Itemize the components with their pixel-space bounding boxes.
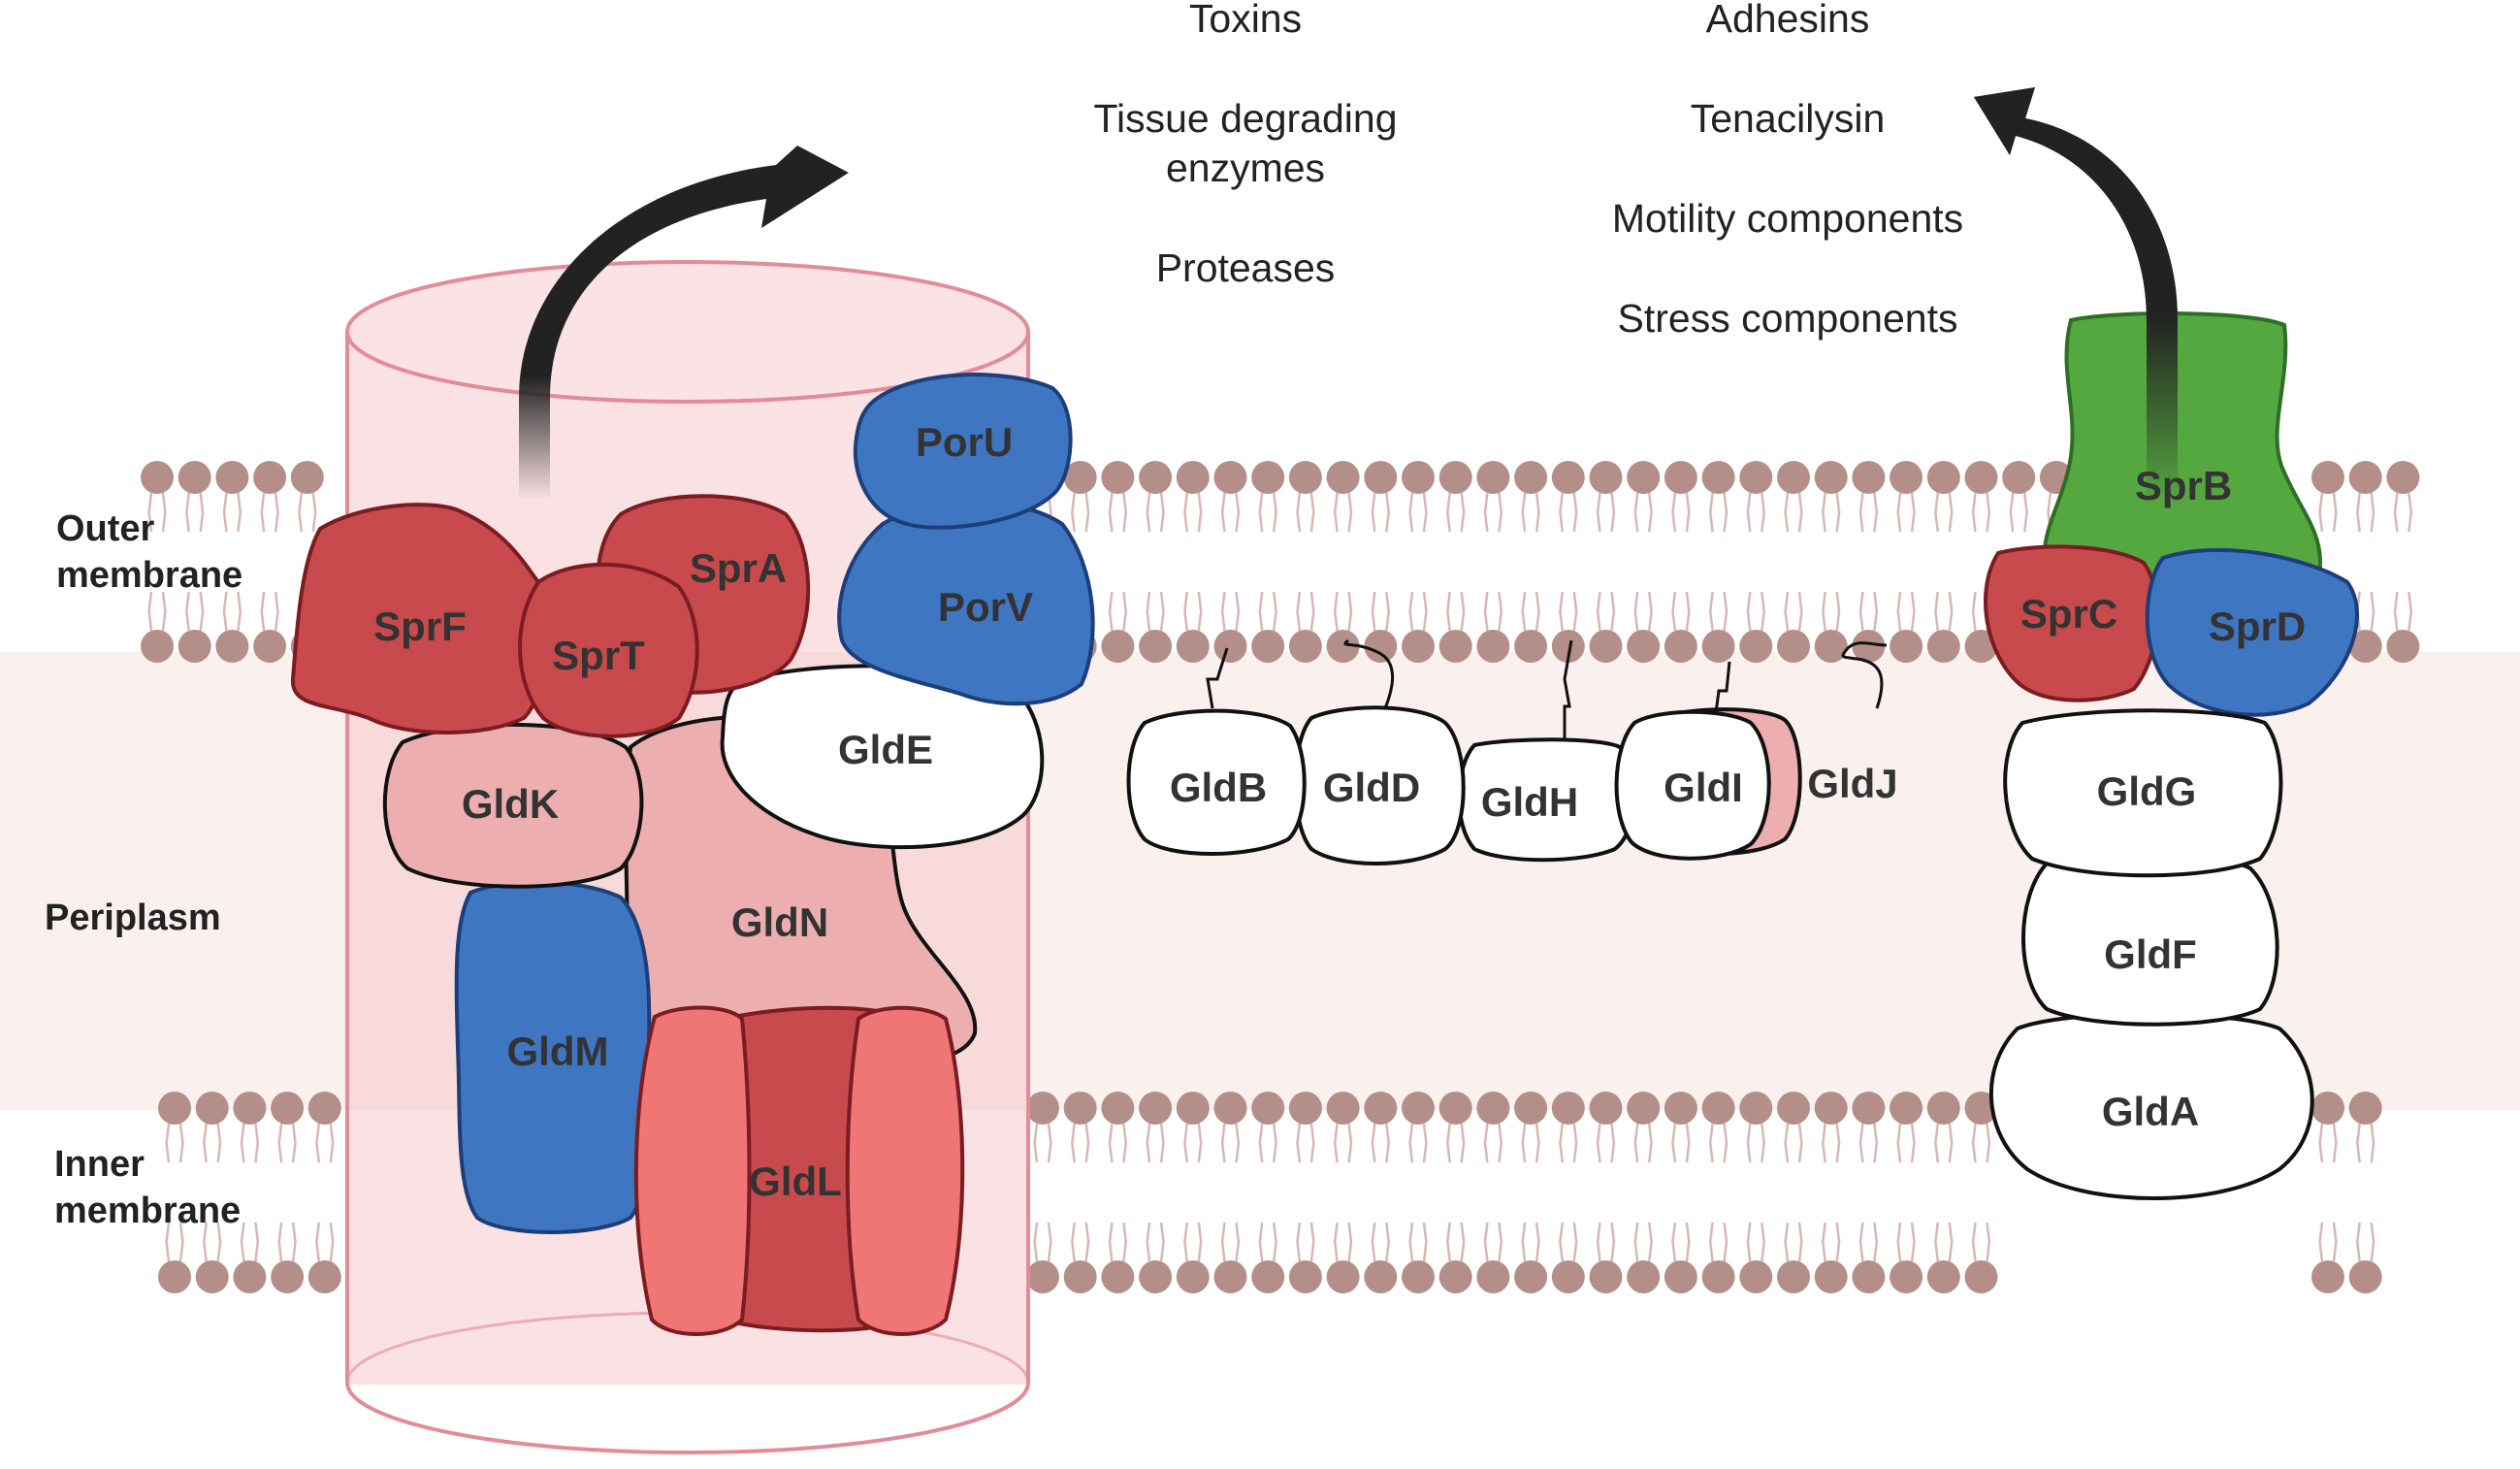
- cargo-adhesins: Adhesins: [1706, 0, 1870, 41]
- porU-label: PorU: [916, 419, 1013, 465]
- gldG-protein: [2003, 708, 2283, 878]
- lipoprotein-chain: [1126, 638, 1888, 865]
- sprA-label: SprA: [690, 545, 787, 591]
- sprT-protein: [518, 562, 699, 738]
- porV-label: PorV: [938, 584, 1033, 630]
- gldI-label: GldI: [1664, 765, 1743, 810]
- cargo-toxins: Toxins: [1189, 0, 1302, 41]
- cargo-tissue-degrading: Tissue degrading: [1093, 96, 1397, 141]
- sprB-protein: [2042, 311, 2323, 584]
- sprF-protein: [290, 503, 552, 734]
- right-arrow-overlay-icon: [1974, 87, 2178, 505]
- inner-membrane: [158, 1092, 2382, 1293]
- outer-membrane-label-line1: Outer: [56, 508, 155, 549]
- cargo-proteases: Proteases: [1156, 245, 1336, 290]
- sprT-label: SprT: [552, 633, 645, 678]
- gldL-protein: [633, 1005, 965, 1336]
- periplasm-label: Periplasm: [45, 898, 221, 938]
- sprC-protein: [1984, 544, 2160, 702]
- gldH-label: GldH: [1481, 779, 1578, 825]
- gldM-protein: [454, 880, 652, 1234]
- sprD-protein: [2145, 547, 2359, 717]
- cargo-motility: Motility components: [1612, 196, 1963, 241]
- gldL-label: GldL: [749, 1159, 842, 1204]
- gldE-label: GldE: [838, 727, 933, 772]
- gldB-label: GldB: [1170, 765, 1267, 810]
- outer-membrane: [141, 461, 2420, 663]
- outer-membrane-label-line2: membrane: [56, 555, 242, 596]
- sprF-label: SprF: [373, 604, 467, 649]
- sprC-label: SprC: [2020, 591, 2117, 637]
- sprB-label: SprB: [2135, 463, 2232, 508]
- cargo-enzymes: enzymes: [1166, 146, 1325, 190]
- porU-protein: [853, 373, 1073, 530]
- cargo-stress: Stress components: [1618, 296, 1958, 341]
- gldK-protein: [382, 722, 644, 889]
- gldK-label: GldK: [462, 781, 559, 827]
- cargo-tenacilysin: Tenacilysin: [1691, 96, 1886, 141]
- inner-membrane-label-line1: Inner: [54, 1144, 145, 1185]
- gldM-label: GldM: [507, 1028, 609, 1074]
- gldN-label: GldN: [731, 899, 828, 945]
- gldG-label: GldG: [2097, 768, 2197, 814]
- gldJ-label: GldJ: [1807, 761, 1897, 806]
- sprD-label: SprD: [2209, 604, 2306, 649]
- gldA-label: GldA: [2102, 1089, 2199, 1134]
- inner-membrane-label-line2: membrane: [54, 1191, 241, 1231]
- gldF-label: GldF: [2104, 931, 2197, 977]
- left-secretion-arrow-icon: [519, 146, 849, 500]
- gldD-label: GldD: [1323, 765, 1420, 810]
